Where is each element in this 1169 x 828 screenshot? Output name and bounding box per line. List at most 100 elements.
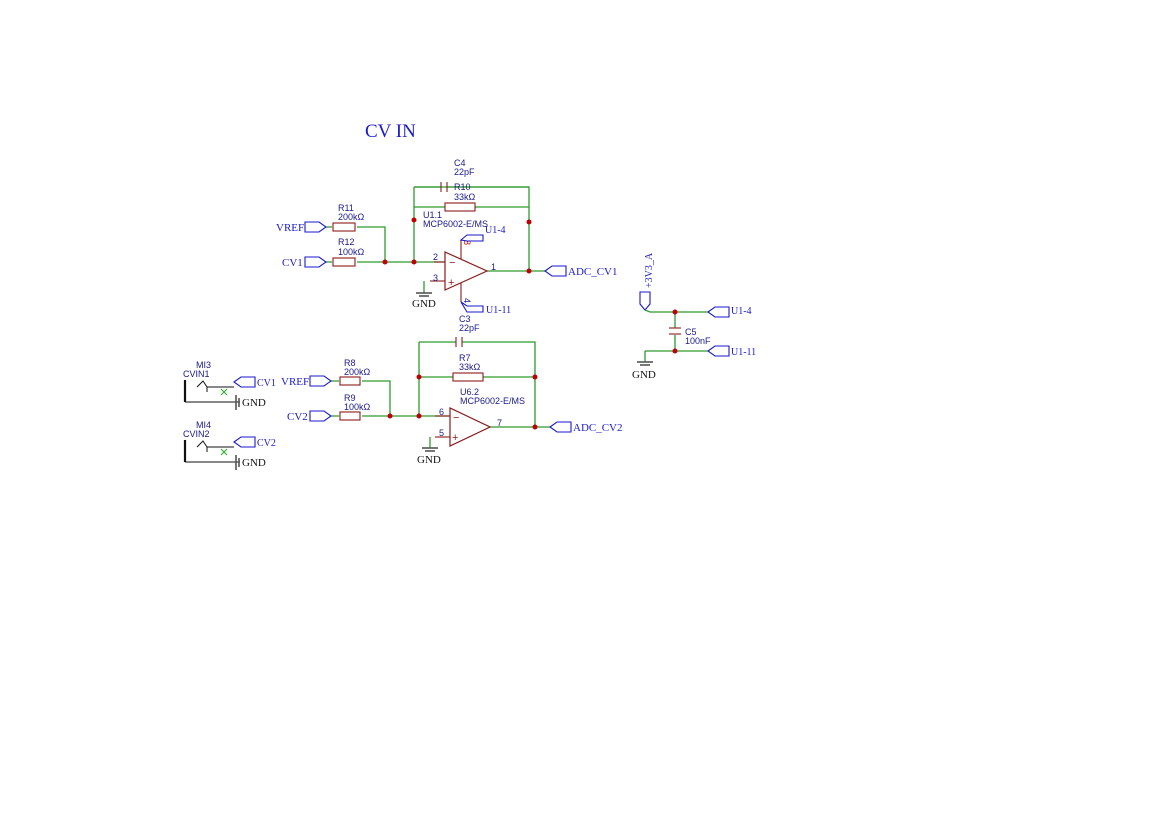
- mi4-value: CVIN2: [183, 429, 210, 439]
- resistor-r7: [452, 372, 484, 382]
- resistor-r9: [339, 411, 361, 421]
- cv2-flag-jack: [233, 436, 256, 448]
- u6-value: MCP6002-E/MS: [460, 396, 525, 406]
- wire-supply: [644, 309, 708, 313]
- gnd-symbol-3: [637, 361, 653, 366]
- stage-cv1: C4 22pF R10 33kΩ R11 200kΩ R12 100kΩ − +…: [276, 158, 618, 316]
- c5-value: 100nF: [685, 336, 711, 346]
- u6-pin-noninv: 5: [439, 428, 444, 438]
- u6-ref: U6.2: [460, 387, 479, 397]
- u1-pin-vdd: 8: [462, 240, 472, 245]
- wire-c3: [419, 341, 536, 427]
- junction: [411, 259, 417, 265]
- r7-ref: R7: [459, 353, 471, 363]
- vref-flag-2: [309, 375, 332, 387]
- jack-mi4: MI4 CVIN2 CV2 GND: [183, 420, 276, 470]
- jack-mi3-contacts: [185, 380, 240, 403]
- r12-value: 100kΩ: [338, 247, 365, 257]
- supply-label: +3V3_A: [644, 252, 655, 288]
- decoupling-c5: +3V3_A C5 100nF U1-4 U1-11 GND: [632, 252, 756, 381]
- junction: [532, 374, 538, 380]
- r9-ref: R9: [344, 393, 356, 403]
- u1-pin-inv: 2: [433, 252, 438, 262]
- u1-pin-noninv: 3: [433, 273, 438, 283]
- u6-pin-inv: 6: [439, 407, 444, 417]
- adc-cv2-label: ADC_CV2: [573, 422, 623, 434]
- u1-pin-vss: 4: [462, 298, 472, 303]
- resistor-r12: [332, 257, 356, 267]
- c3-ref: C3: [459, 314, 471, 324]
- u1-11-flag-2: [707, 345, 730, 357]
- c4-value: 22pF: [454, 167, 475, 177]
- junction: [532, 424, 538, 430]
- junction: [387, 413, 393, 419]
- u1-11-flag: [460, 301, 484, 313]
- jack-mi4-contacts: [185, 440, 240, 463]
- wire-vref2: [331, 380, 391, 416]
- vref-label-2: VREF: [281, 376, 309, 388]
- u1-4-label: U1-4: [485, 225, 506, 236]
- u1-11-label: U1-11: [486, 305, 511, 316]
- u1-value: MCP6002-E/MS: [423, 219, 488, 229]
- r11-value: 200kΩ: [338, 212, 365, 222]
- supply-flag: [639, 291, 651, 311]
- u1-minus-sign: −: [449, 257, 455, 269]
- opamp-u6-2: [435, 407, 492, 447]
- u1-11-label-2: U1-11: [731, 347, 756, 358]
- r11-ref: R11: [338, 203, 354, 213]
- cv2-flag: [309, 410, 332, 422]
- junction: [416, 374, 422, 380]
- c3-value: 22pF: [459, 323, 480, 333]
- gnd-label-1: GND: [412, 298, 436, 310]
- gnd-symbol-2: [422, 447, 438, 452]
- c4-ref: C4: [454, 158, 466, 168]
- mi3-value: CVIN1: [183, 369, 210, 379]
- jack-1-gnd-label: GND: [242, 397, 266, 409]
- cv2-jack-label: CV2: [257, 438, 276, 449]
- u1-4-flag: [459, 234, 484, 242]
- jack-mi3: MI3 CVIN1 CV1 GND: [183, 360, 276, 410]
- adc-cv1-label: ADC_CV1: [568, 266, 618, 278]
- stage-cv2: C3 22pF R7 33kΩ R8 200kΩ R9 100kΩ − + 6 …: [281, 314, 623, 466]
- gnd-label-2: GND: [417, 454, 441, 466]
- adc-cv1-flag: [544, 265, 567, 277]
- junction: [411, 217, 417, 223]
- gnd-label-3: GND: [632, 369, 656, 381]
- adc-cv2-flag: [549, 421, 572, 433]
- u1-pin-out: 1: [491, 262, 496, 272]
- u1-4-flag-2: [707, 306, 730, 318]
- mi3-ref: MI3: [196, 360, 211, 370]
- resistor-r10: [444, 202, 476, 212]
- u6-minus-sign: −: [453, 412, 459, 424]
- sheet-title: CV IN: [365, 121, 416, 142]
- r9-value: 100kΩ: [344, 402, 371, 412]
- junction: [672, 309, 678, 315]
- resistor-r8: [339, 376, 361, 386]
- junction: [382, 259, 388, 265]
- capacitor-c4: [440, 182, 448, 192]
- r8-value: 200kΩ: [344, 367, 371, 377]
- r12-ref: R12: [338, 237, 355, 247]
- junction: [672, 348, 678, 354]
- resistor-r11: [332, 222, 356, 232]
- gnd-symbol-jack-1: [235, 395, 240, 410]
- r7-value: 33kΩ: [459, 362, 481, 372]
- c5-ref: C5: [685, 327, 697, 337]
- vref-flag-1: [304, 221, 327, 233]
- capacitor-c5: [669, 327, 681, 335]
- cv1-label: CV1: [282, 257, 303, 269]
- cv1-flag: [304, 256, 327, 268]
- r8-ref: R8: [344, 358, 356, 368]
- wire-vref1: [326, 226, 386, 262]
- capacitor-c3: [455, 337, 463, 347]
- u6-pin-out: 7: [497, 418, 502, 428]
- junction: [526, 219, 532, 225]
- junction: [526, 268, 532, 274]
- jack-2-gnd-label: GND: [242, 457, 266, 469]
- u1-4-label-2: U1-4: [731, 306, 752, 317]
- gnd-symbol-1: [416, 292, 432, 297]
- u1-ref: U1.1: [423, 210, 442, 220]
- r10-value: 33kΩ: [454, 192, 476, 202]
- opamp-u1-1: [430, 240, 489, 302]
